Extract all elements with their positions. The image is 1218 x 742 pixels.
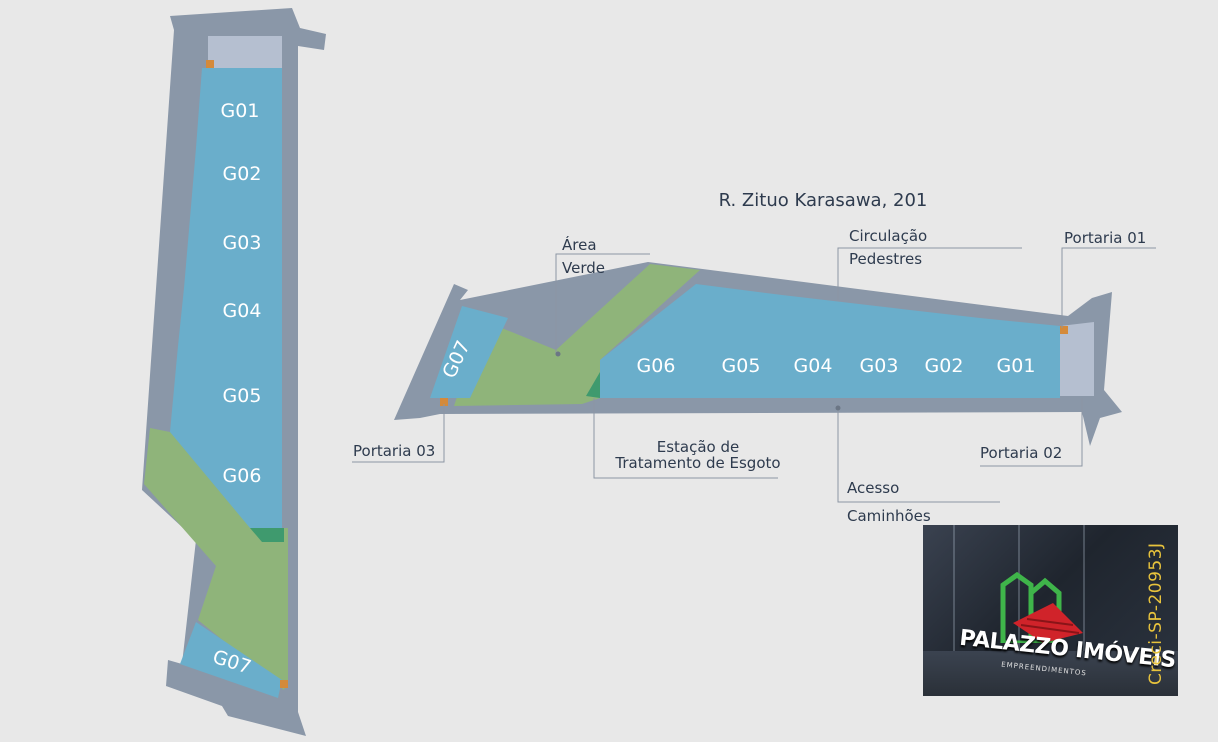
horizontal-marker-portaria01 [1060,326,1068,334]
vertical-treatment-station [250,528,284,542]
vertical-marker-top [206,60,214,68]
horizontal-unit-g03 [842,302,910,398]
leader-acesso [837,408,1000,503]
annot-area-verde-1: Área [562,235,597,254]
glass-divider [953,525,955,696]
annot-estacao-2: Tratamento de Esgoto [614,454,780,472]
horizontal-unit-g01 [980,318,1060,398]
horizontal-unit-g05 [696,284,782,398]
vertical-unit-g07 [180,622,282,698]
horizontal-unit-g04 [782,295,842,398]
logo-box: PALAZZO IMÓVEIS EMPREENDIMENTOS Creci-SP… [923,525,1178,696]
leader-portaria03 [352,404,445,463]
annot-area-verde-2: Verde [562,259,605,277]
vertical-unit-g01 [196,68,282,148]
vertical-unit-g05 [170,346,282,432]
horizontal-label-g06: G06 [637,355,676,377]
horizontal-unit-g02 [910,310,980,398]
horizontal-label-g04: G04 [794,355,833,377]
annot-acesso-2: Caminhões [847,507,931,525]
vertical-label-g02: G02 [223,163,262,185]
annot-circulacao-1: Circulação [849,227,927,245]
vertical-plan: G01 G02 G03 G04 G05 G06 G07 [142,8,326,736]
vertical-marker-bottom [280,680,288,688]
vertical-unit-g03 [184,218,282,288]
annot-circulacao-2: Pedestres [849,250,922,268]
vertical-label-g05: G05 [223,385,262,407]
leader-circulacao [837,247,1022,300]
vertical-unit-g04 [178,288,282,346]
creci-label: Creci-SP-20953J [1146,542,1166,685]
vertical-green-area [144,428,288,690]
house-logo-icon [1000,571,1083,643]
vertical-gatehouse-top [208,36,282,68]
annot-acesso-1: Acesso [847,479,899,497]
vertical-label-g03: G03 [223,232,262,254]
horizontal-label-g03: G03 [860,355,899,377]
horizontal-plan: G07 G06 G05 G04 G03 G02 G01 R. Zituo Kar… [352,190,1156,525]
horizontal-unit-g06 [600,284,696,398]
annot-portaria01: Portaria 01 [1064,229,1146,247]
annot-portaria02: Portaria 02 [980,444,1062,462]
horizontal-treatment-station [586,372,600,398]
horizontal-label-g02: G02 [925,355,964,377]
annot-estacao-1: Estação de [657,438,740,456]
horizontal-marker-portaria03 [440,398,448,406]
horizontal-gatehouse [1060,322,1094,396]
leader-portaria01 [1061,247,1156,328]
horizontal-unit-g07 [430,306,508,398]
annot-portaria03: Portaria 03 [353,442,435,460]
horizontal-green-area [454,264,700,406]
dot-acesso [835,405,841,411]
horizontal-label-g05: G05 [722,355,761,377]
vertical-label-g06: G06 [223,465,262,487]
office-floor [923,651,1178,696]
vertical-unit-g02 [190,148,282,218]
vertical-label-g01: G01 [221,100,260,122]
leader-estacao [593,398,778,479]
glass-divider [1018,525,1020,696]
leader-area-verde [555,253,650,354]
glass-divider [1083,525,1085,696]
vertical-label-g04: G04 [223,300,262,322]
horizontal-label-g01: G01 [997,355,1036,377]
vertical-unit-g06 [166,432,282,528]
leader-portaria02 [980,398,1083,467]
street-label: R. Zituo Karasawa, 201 [719,190,928,211]
dot-area-verde [555,351,561,357]
